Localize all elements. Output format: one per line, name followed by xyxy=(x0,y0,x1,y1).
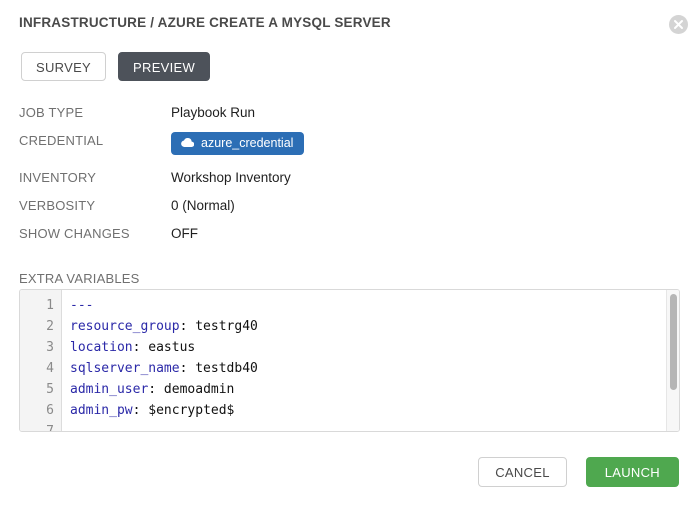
yaml-value: testrg40 xyxy=(187,319,258,334)
editor-code-area[interactable]: --- resource_group: testrg40 location: e… xyxy=(62,290,679,431)
tab-preview[interactable]: PREVIEW xyxy=(118,52,211,81)
line-number: 3 xyxy=(46,340,54,355)
job-details: JOB TYPE Playbook Run CREDENTIAL azure_c… xyxy=(19,104,619,253)
line-number: 2 xyxy=(46,319,54,334)
detail-label-inventory: INVENTORY xyxy=(19,170,97,185)
detail-value-verbosity: 0 (Normal) xyxy=(171,198,235,213)
detail-value-inventory: Workshop Inventory xyxy=(171,170,291,185)
detail-label-verbosity: VERBOSITY xyxy=(19,198,96,213)
yaml-punct: : xyxy=(179,319,188,334)
code-line: sqlserver_name: testdb40 xyxy=(70,358,679,379)
code-line: location: eastus xyxy=(70,337,679,358)
yaml-key: sqlserver_name xyxy=(70,361,180,376)
yaml-punct: : xyxy=(132,403,141,418)
line-number: 1 xyxy=(46,298,54,313)
editor-scrollbar-thumb[interactable] xyxy=(670,294,677,390)
dialog-header: INFRASTRUCTURE / AZURE CREATE A MYSQL SE… xyxy=(19,14,679,38)
cancel-button[interactable]: CANCEL xyxy=(478,457,567,487)
yaml-punct: : xyxy=(148,382,157,397)
launch-button[interactable]: LAUNCH xyxy=(585,457,679,487)
editor-gutter: 1 2 3 4 5 6 7 xyxy=(20,290,62,431)
line-number: 5 xyxy=(46,382,54,397)
line-number: 4 xyxy=(46,361,54,376)
yaml-key: admin_pw xyxy=(70,403,133,418)
detail-row-show-changes: SHOW CHANGES OFF xyxy=(19,225,619,243)
detail-row-credential: CREDENTIAL azure_credential xyxy=(19,132,619,155)
yaml-value: testdb40 xyxy=(187,361,258,376)
code-line: resource_group: testrg40 xyxy=(70,316,679,337)
yaml-key: location xyxy=(70,340,133,355)
detail-label-show-changes: SHOW CHANGES xyxy=(19,226,130,241)
detail-row-inventory: INVENTORY Workshop Inventory xyxy=(19,169,619,187)
code-line: admin_user: demoadmin xyxy=(70,379,679,400)
yaml-punct: : xyxy=(132,340,141,355)
tab-survey[interactable]: SURVEY xyxy=(21,52,107,81)
yaml-key: --- xyxy=(70,298,94,313)
yaml-key: resource_group xyxy=(70,319,180,334)
close-icon[interactable] xyxy=(669,15,688,34)
yaml-value: $encrypted$ xyxy=(140,403,235,418)
yaml-key: admin_user xyxy=(70,382,149,397)
code-line: admin_pw: $encrypted$ xyxy=(70,400,679,421)
page-title: INFRASTRUCTURE / AZURE CREATE A MYSQL SE… xyxy=(19,15,391,30)
credential-badge-label: azure_credential xyxy=(201,136,294,150)
extra-variables-editor[interactable]: 1 2 3 4 5 6 7 --- resource_group: testrg… xyxy=(19,289,680,432)
detail-value-show-changes: OFF xyxy=(171,226,198,241)
yaml-punct: : xyxy=(179,361,188,376)
extra-variables-label: EXTRA VARIABLES xyxy=(19,271,140,286)
cloud-icon xyxy=(181,138,194,148)
yaml-value: eastus xyxy=(140,340,196,355)
yaml-value: demoadmin xyxy=(156,382,235,397)
dialog-tabs: SURVEY PREVIEW xyxy=(21,52,211,81)
detail-row-verbosity: VERBOSITY 0 (Normal) xyxy=(19,197,619,215)
editor-scrollbar[interactable] xyxy=(666,290,679,431)
line-number: 6 xyxy=(46,403,54,418)
detail-label-credential: CREDENTIAL xyxy=(19,133,104,148)
detail-value-job-type: Playbook Run xyxy=(171,105,256,120)
detail-row-job-type: JOB TYPE Playbook Run xyxy=(19,104,619,122)
detail-label-job-type: JOB TYPE xyxy=(19,105,84,120)
dialog-footer: CANCEL LAUNCH xyxy=(478,457,679,487)
line-number: 7 xyxy=(46,424,54,432)
code-line: --- xyxy=(70,295,679,316)
credential-badge[interactable]: azure_credential xyxy=(171,132,305,155)
